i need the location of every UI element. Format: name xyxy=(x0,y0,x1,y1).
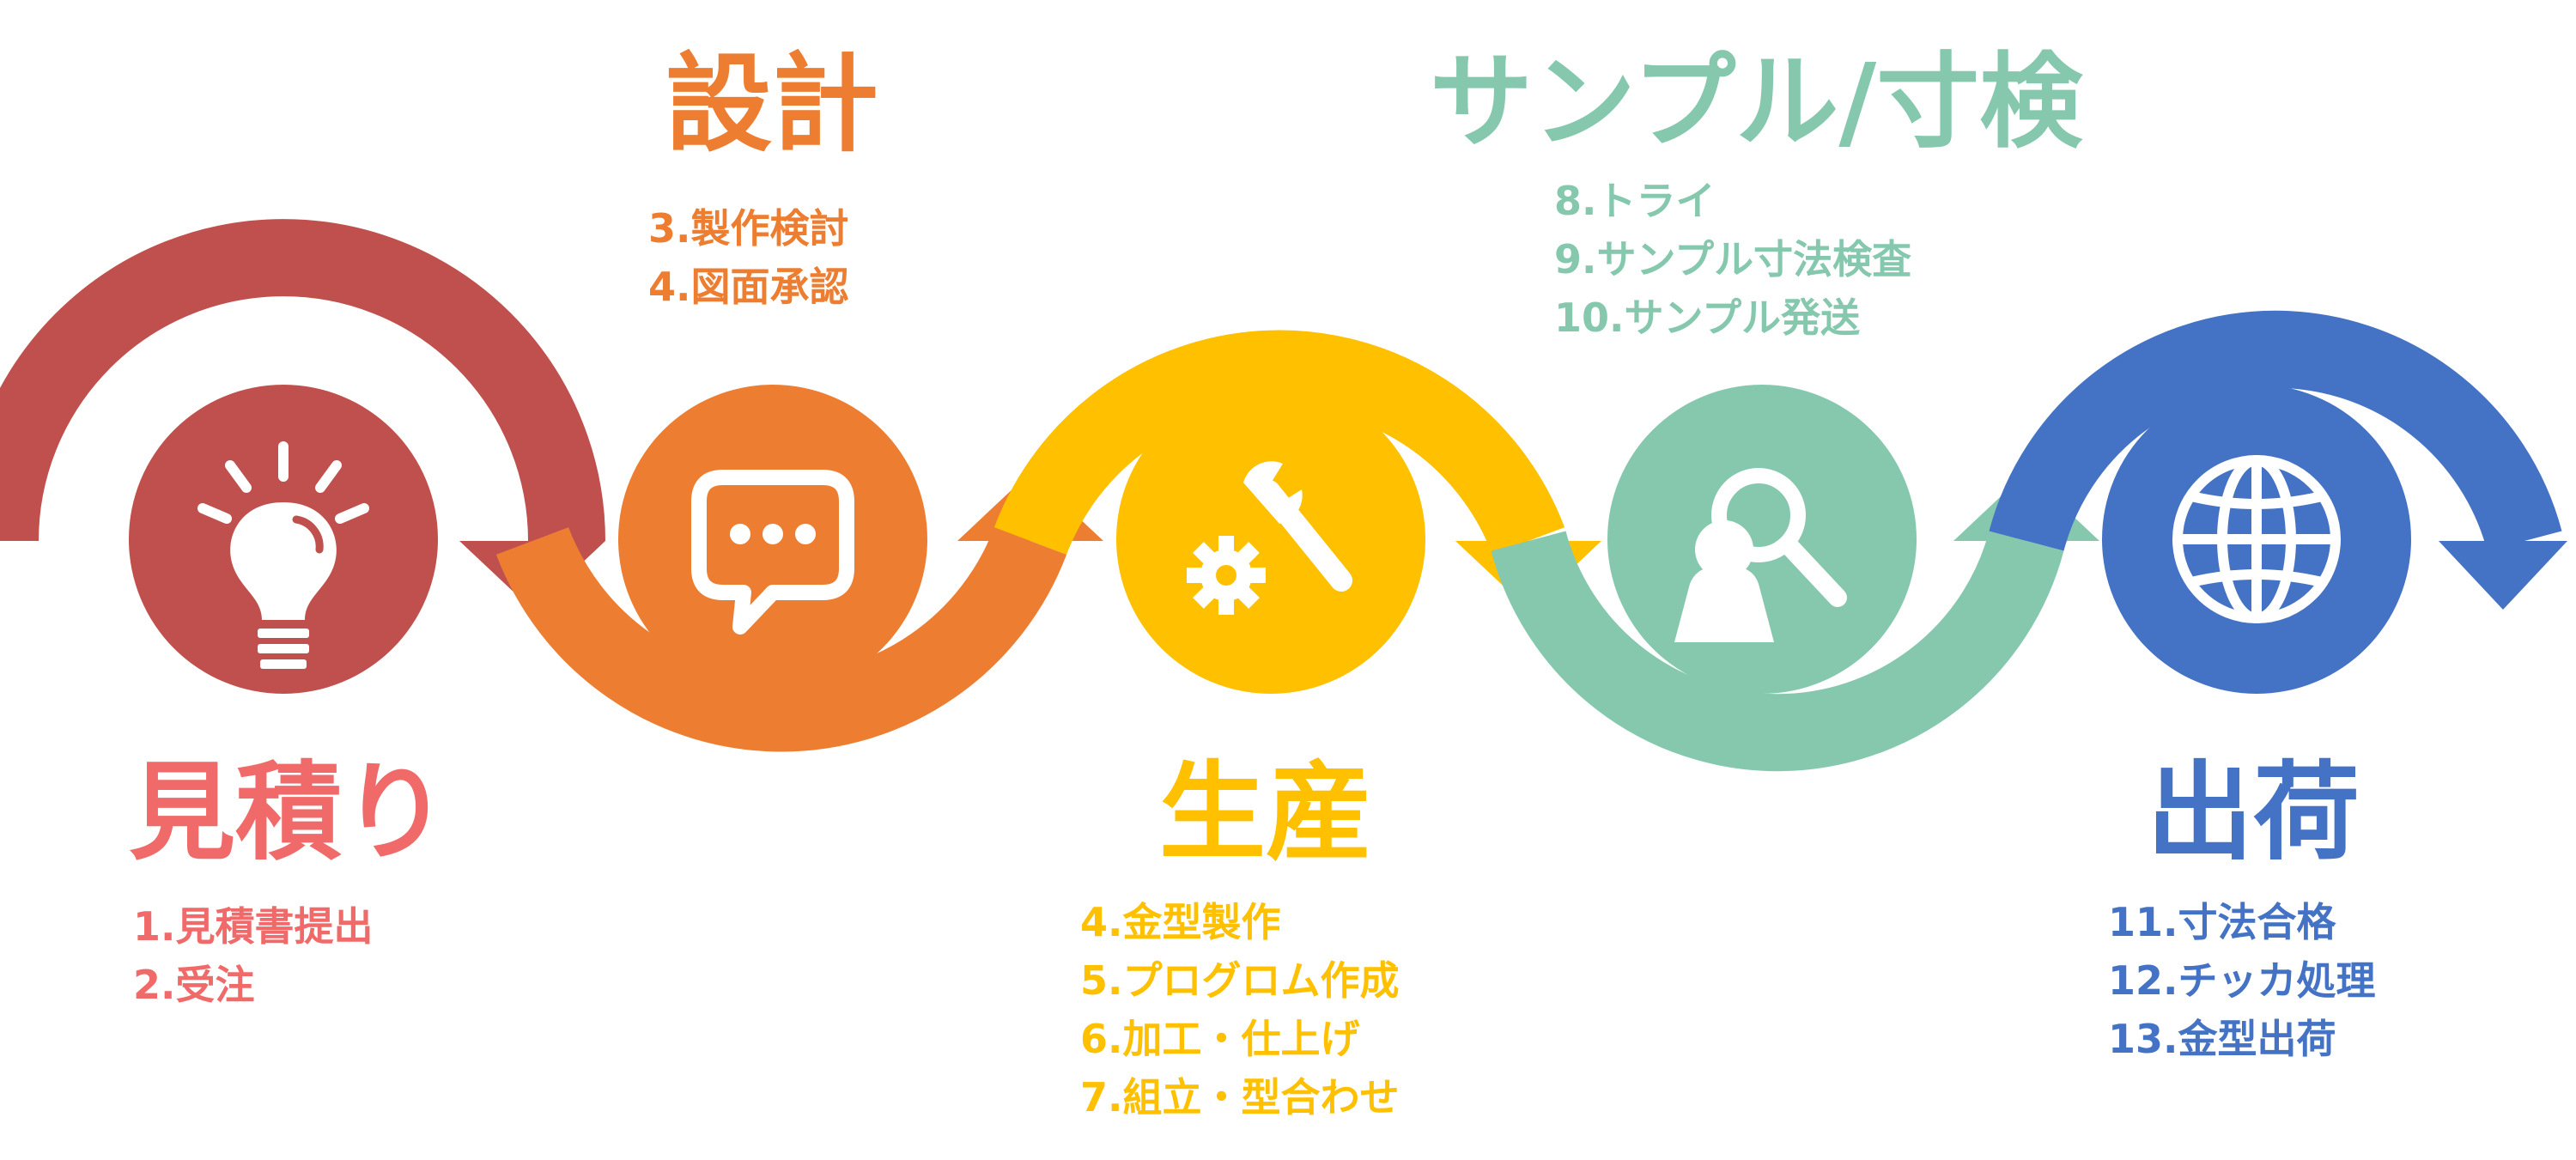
steps-sekkei: 3.製作検討 4.図面承認 xyxy=(648,199,848,316)
steps-shukka: 11.寸法合格 12.チッカ処理 13.金型出荷 xyxy=(2108,893,2376,1068)
chat-bubble-icon xyxy=(691,470,854,635)
arrow-shukka xyxy=(1989,310,2567,610)
title-sample: サンプル/寸検 xyxy=(1430,43,2083,162)
steps-mitsumori: 1.見積書提出 2.受注 xyxy=(133,897,373,1014)
title-mitsumori: 見積り xyxy=(129,751,449,875)
wrench-gear-icon xyxy=(1187,461,1352,615)
step-item: 11.寸法合格 xyxy=(2108,899,2336,945)
step-item: 7.組立・型合わせ xyxy=(1080,1074,1400,1121)
step-item: 2.受注 xyxy=(133,962,255,1008)
step-item: 5.プログロム作成 xyxy=(1080,957,1400,1004)
circle-seisan xyxy=(1116,385,1425,694)
step-item: 12.チッカ処理 xyxy=(2108,957,2376,1004)
step-item: 3.製作検討 xyxy=(648,205,849,252)
circle-sample xyxy=(1607,385,1917,694)
steps-seisan: 4.金型製作 5.プログロム作成 6.加工・仕上げ 7.組立・型合わせ xyxy=(1080,893,1399,1127)
step-item: 6.加工・仕上げ xyxy=(1080,1016,1360,1062)
step-item: 13.金型出荷 xyxy=(2108,1016,2336,1062)
title-sekkei: 設計 xyxy=(665,43,879,167)
title-seisan: 生産 xyxy=(1159,751,1373,875)
title-shukka: 出荷 xyxy=(2147,751,2360,875)
step-item: 1.見積書提出 xyxy=(133,903,374,950)
person-magnifier-icon xyxy=(1674,468,1847,642)
step-item: 4.金型製作 xyxy=(1080,899,1281,945)
globe-icon xyxy=(2172,455,2341,623)
lightbulb-icon xyxy=(197,441,369,669)
steps-sample: 8.トライ 9.サンプル寸法検査 10.サンプル発送 xyxy=(1554,172,1911,347)
step-item: 9.サンプル寸法検査 xyxy=(1554,236,1912,282)
step-item: 10.サンプル発送 xyxy=(1554,295,1861,341)
step-item: 8.トライ xyxy=(1554,178,1716,224)
step-item: 4.図面承認 xyxy=(648,264,849,310)
